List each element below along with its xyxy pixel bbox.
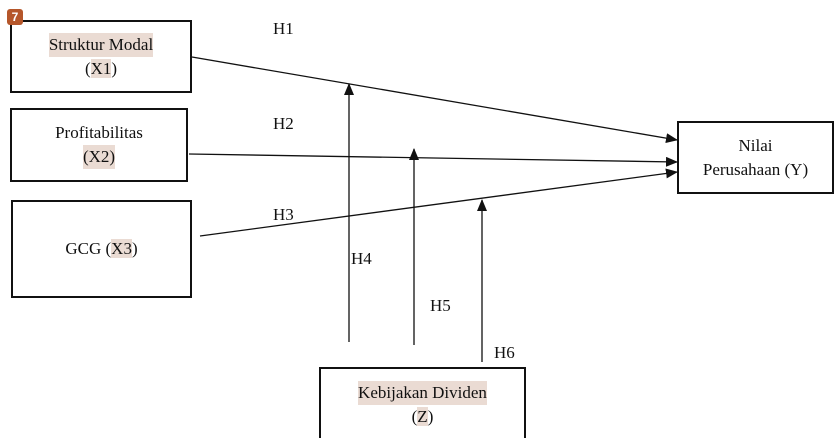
node-nilai-perusahaan-code: Perusahaan (Y)	[702, 159, 809, 179]
page-number-badge: 7	[7, 9, 23, 25]
node-profitabilitas-title: Profitabilitas	[55, 123, 143, 142]
node-profitabilitas: Profitabilitas (X2)	[10, 108, 188, 182]
arrow-x2-to-y	[188, 153, 678, 167]
arrow-x3-to-y	[199, 168, 678, 237]
node-gcg-label: GCG (X3)	[65, 239, 138, 258]
hypothesis-label-h6: H6	[494, 343, 515, 362]
arrow-x1-to-y	[191, 56, 678, 144]
node-kebijakan-dividen: Kebijakan Dividen (Z)	[319, 367, 526, 438]
node-kebijakan-dividen-code: (Z)	[411, 407, 434, 426]
hypothesis-label-h1: H1	[273, 19, 294, 38]
node-nilai-perusahaan: Nilai Perusahaan (Y)	[677, 121, 834, 194]
hypothesis-label-h5: H5	[430, 296, 451, 315]
hypothesis-label-h4: H4	[351, 249, 372, 268]
node-nilai-perusahaan-title: Nilai	[738, 135, 773, 155]
node-struktur-modal: Struktur Modal (X1)	[10, 20, 192, 93]
node-struktur-modal-code: (X1)	[84, 58, 118, 78]
node-kebijakan-dividen-title: Kebijakan Dividen	[358, 381, 487, 405]
node-gcg: GCG (X3)	[11, 200, 192, 298]
node-struktur-modal-title: Struktur Modal	[48, 32, 154, 57]
hypothesis-label-h2: H2	[273, 114, 294, 133]
hypothesis-label-h3: H3	[273, 205, 294, 224]
node-profitabilitas-code: (X2)	[82, 145, 116, 169]
